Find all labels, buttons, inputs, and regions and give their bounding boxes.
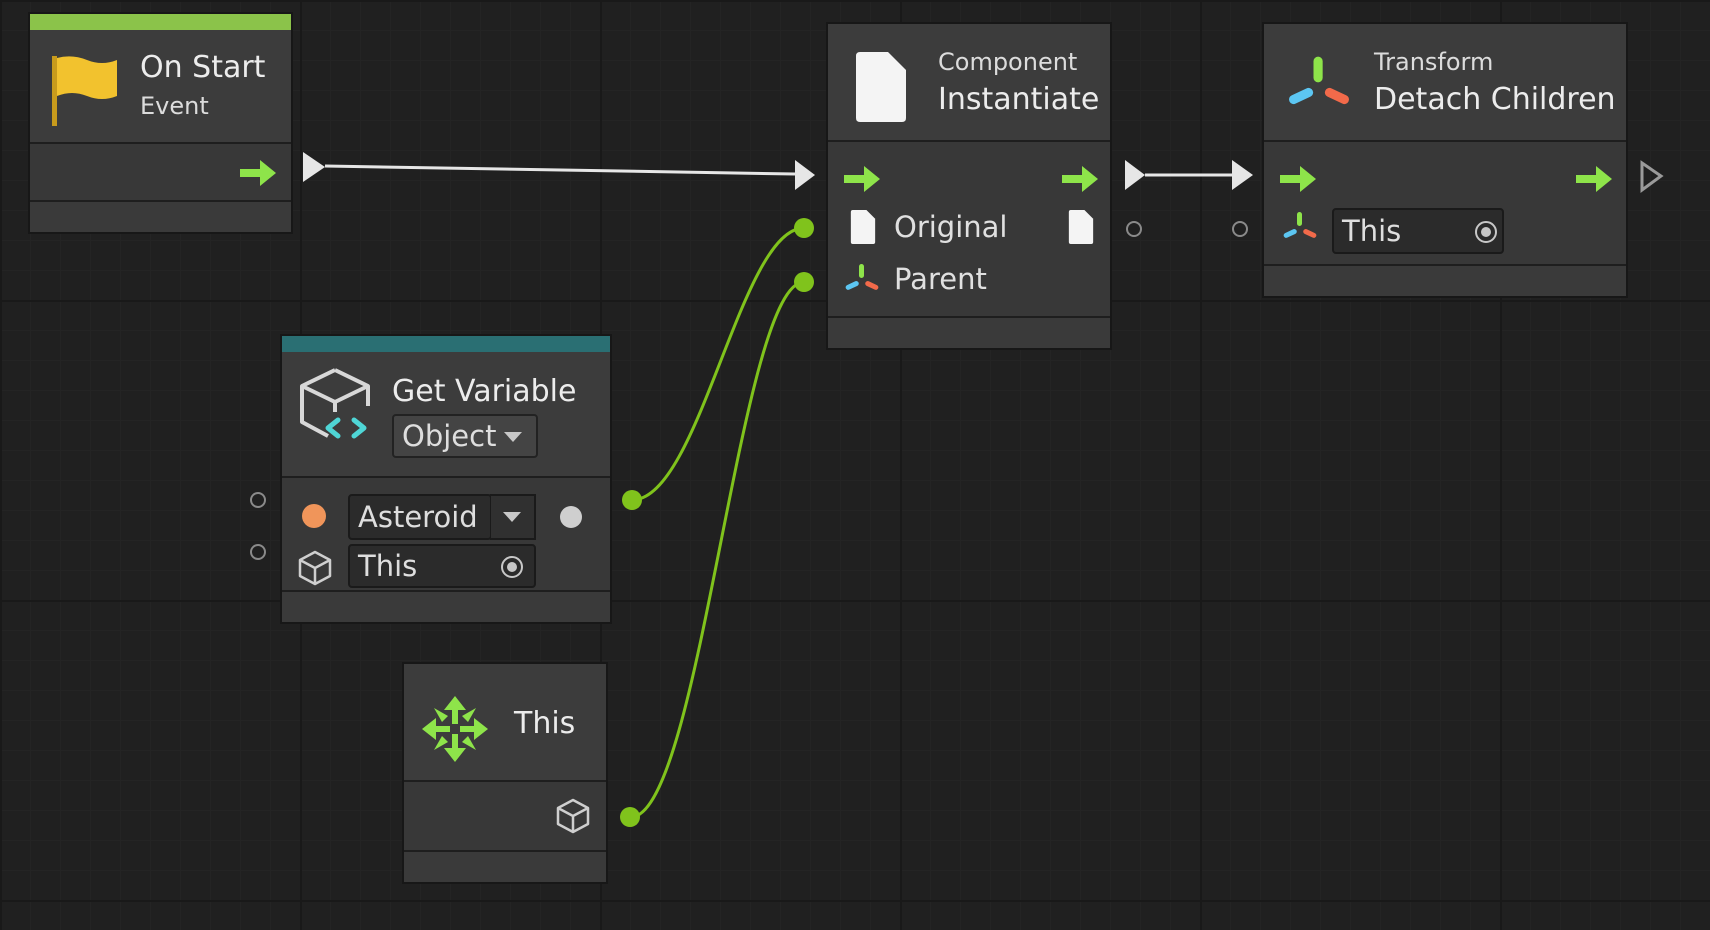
get-variable-node[interactable]: Get Variable Object Asteroid This [280, 334, 612, 624]
control-wire[interactable] [324, 164, 796, 176]
event-strip [30, 14, 291, 30]
node-category: Transform [1374, 48, 1494, 76]
node-category: Component [938, 48, 1078, 76]
kind-select[interactable]: Object [392, 414, 538, 458]
port-label-parent: Parent [894, 262, 987, 296]
variable-strip [282, 336, 610, 352]
control-output-port-unconnected[interactable] [1640, 160, 1664, 193]
control-arrow-icon [1062, 166, 1098, 192]
control-arrow-icon [240, 160, 276, 186]
node-subtitle: Event [140, 92, 209, 120]
input-port-target[interactable] [250, 544, 266, 560]
this-icon [422, 696, 488, 762]
on-start-node[interactable]: On Start Event [28, 12, 293, 234]
node-title: On Start [140, 50, 266, 85]
chevron-down-icon [503, 512, 521, 522]
control-output-port[interactable] [303, 152, 325, 182]
port-label-original: Original [894, 210, 1008, 244]
target-field[interactable]: This [1332, 208, 1504, 254]
node-title: This [514, 706, 576, 741]
file-icon [1068, 210, 1094, 244]
variable-name-select[interactable]: Asteroid [348, 494, 492, 540]
target-icon[interactable] [1474, 220, 1498, 244]
kind-select-value: Object [402, 419, 497, 453]
flag-icon [52, 56, 117, 126]
variable-name-dropdown[interactable] [490, 494, 536, 540]
value-wire-parent[interactable] [630, 280, 805, 819]
transform-icon [845, 264, 879, 290]
control-output-port[interactable] [1125, 160, 1145, 190]
input-port-name[interactable] [250, 492, 266, 508]
target-icon[interactable] [500, 555, 524, 579]
input-port-original[interactable] [794, 218, 814, 238]
variable-cube-icon [300, 368, 370, 439]
transform-icon [1288, 56, 1350, 105]
variable-kind-dot [302, 504, 326, 528]
node-title: Get Variable [392, 374, 577, 409]
input-port-parent[interactable] [794, 272, 814, 292]
control-arrow-icon [1280, 166, 1316, 192]
cube-icon [556, 798, 590, 834]
transform-icon [1283, 212, 1317, 238]
target-field[interactable]: This [348, 544, 536, 588]
chevron-down-icon [504, 432, 522, 442]
node-title: Instantiate [938, 82, 1100, 117]
control-arrow-icon [1576, 166, 1612, 192]
instantiate-node[interactable]: Component Instantiate Original Parent [826, 22, 1112, 350]
target-field-value: This [1342, 214, 1402, 248]
file-icon [850, 210, 876, 244]
control-arrow-icon [844, 166, 880, 192]
cube-icon [298, 550, 332, 586]
output-port-self[interactable] [620, 807, 640, 827]
file-icon [856, 52, 906, 122]
variable-name-value: Asteroid [358, 500, 478, 534]
node-title: Detach Children [1374, 82, 1616, 117]
target-field-value: This [358, 549, 418, 583]
input-port-target[interactable] [1232, 221, 1248, 237]
control-input-port[interactable] [1232, 160, 1253, 190]
detach-children-node[interactable]: Transform Detach Children This [1262, 22, 1628, 298]
value-wire-original[interactable] [631, 226, 805, 502]
control-input-port[interactable] [795, 160, 815, 190]
this-node[interactable]: This [402, 662, 608, 884]
output-type-dot [560, 506, 582, 528]
output-port-value[interactable] [622, 490, 642, 510]
output-port-instance[interactable] [1126, 221, 1142, 237]
